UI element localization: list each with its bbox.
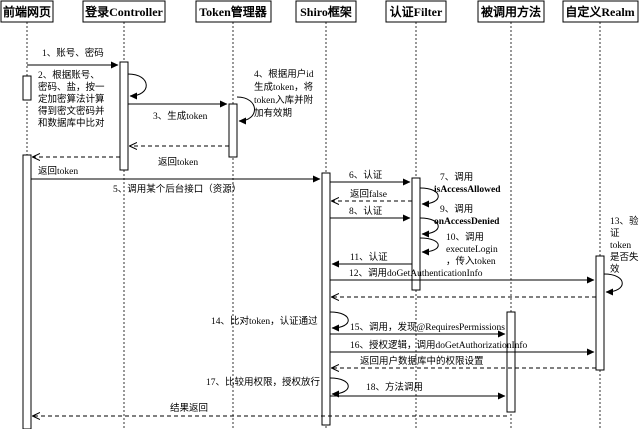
- message-2-arrow: [127, 73, 147, 100]
- lifeline-title-token: Token管理器: [199, 4, 268, 19]
- message-14-label: 14、比对token，认证通过: [211, 315, 318, 327]
- lifeline-method: 被调用方法: [477, 0, 545, 429]
- lifeline-login: 登录Controller: [82, 0, 166, 429]
- result-return-label: 结果返回: [170, 402, 208, 414]
- message-18-label: 18、方法调用: [366, 381, 423, 393]
- message-13-arrow: [603, 273, 623, 296]
- lifeline-title-frontend: 前端网页: [3, 4, 51, 19]
- message-9-label: 9、调用 onAccessDenied: [434, 204, 500, 227]
- message-1-label: 1、账号、密码: [42, 47, 104, 59]
- message-7-arrow: [419, 187, 439, 208]
- message-9-arrow: [419, 217, 439, 238]
- activation-method: [506, 311, 516, 413]
- activation-shiro: [321, 172, 331, 426]
- message-5-label: 5、调用某个后台接口（资源）: [113, 183, 241, 195]
- message-7-label: 7、调用 isAccessAllowed: [434, 172, 501, 195]
- message-2-label: 2、根据账号、 密码、盐，按一 定加密算法计算 得到密文密码并 和数据库中比对: [38, 69, 107, 129]
- message-4-arrow: [236, 96, 255, 125]
- message-17-label: 17、比较用权限，授权放行: [206, 376, 321, 388]
- lifeline-title-filter: 认证Filter: [390, 4, 443, 19]
- lifeline-filter: 认证Filter: [385, 0, 447, 429]
- lifeline-title-method: 被调用方法: [481, 4, 541, 19]
- lifeline-title-realm: 自定义Realm: [565, 4, 634, 19]
- lifeline-box-realm: [562, 0, 639, 23]
- message-6-label: 6、认证: [349, 169, 383, 181]
- return-token-label-1: 返回token: [158, 156, 198, 168]
- activation-frontend-2: [22, 154, 32, 429]
- activation-filter: [411, 177, 421, 291]
- activation-realm: [595, 255, 605, 371]
- message-15-label: 15、调用，发现@RequiresPermissions: [350, 321, 505, 333]
- message-10-arrow: [419, 237, 439, 256]
- message-12-label: 12、调用doGetAuthenticationInfo: [349, 268, 483, 279]
- activation-token: [228, 103, 238, 158]
- lifeline-title-shiro: Shiro框架: [300, 4, 352, 19]
- activation-frontend-1: [22, 75, 32, 101]
- lifeline-token: Token管理器: [195, 0, 272, 429]
- message-16-label: 16、授权逻辑，调用doGetAuthorizationInfo: [350, 339, 528, 351]
- return-token-label-2: 返回token: [38, 165, 78, 177]
- message-3-label: 3、生成token: [153, 110, 208, 122]
- return-false-label: 返回false: [350, 188, 387, 200]
- return-permissions-label: 返回用户数据库中的权限设置: [360, 355, 484, 367]
- lifeline-title-login: 登录Controller: [84, 4, 163, 19]
- message-13-label: 13、验 证 token 是否失 效: [610, 215, 640, 275]
- activation-login: [119, 61, 129, 171]
- message-10-label: 10、调用 executeLogin ，传入token: [446, 232, 500, 267]
- message-4-label: 4、根据用户id 生成token，将 token入库并附 加有效期: [254, 68, 316, 119]
- lifeline-box-token: [195, 0, 272, 23]
- lifeline-realm: 自定义Realm: [562, 0, 639, 429]
- message-17-arrow: [329, 377, 349, 398]
- message-8-label: 8、认证: [349, 205, 383, 217]
- message-14-arrow: [329, 311, 349, 332]
- lifeline-shiro: Shiro框架: [295, 0, 357, 429]
- lifeline-frontend: 前端网页: [0, 0, 54, 429]
- message-11-label: 11、认证: [350, 251, 388, 263]
